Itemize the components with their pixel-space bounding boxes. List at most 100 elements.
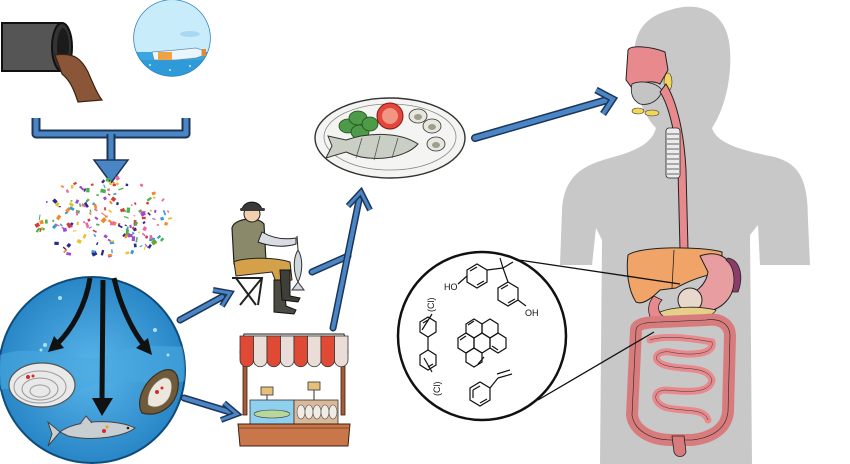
awning-stripe — [293, 335, 308, 368]
callout-lines — [491, 255, 681, 401]
microplastic-particle — [103, 207, 107, 211]
microplastic-particle — [101, 212, 106, 217]
microplastic-particle — [107, 238, 111, 242]
microplastic-particle — [130, 249, 135, 255]
awning-stripe — [307, 335, 322, 368]
microplastic-particle — [35, 227, 41, 233]
microplastic-particle — [125, 183, 129, 187]
microplastic-particle — [65, 189, 70, 194]
microplastic-particle — [144, 243, 149, 249]
chlorine-top-label: (Cl) — [426, 298, 436, 313]
microplastic-particle — [141, 232, 145, 236]
microplastic-particle — [52, 219, 55, 222]
microplastic-particle — [88, 226, 92, 229]
microplastic-particle — [142, 221, 146, 225]
microplastic-particle — [62, 227, 68, 233]
microplastic-particle — [83, 188, 87, 192]
microplastic-particle — [119, 207, 126, 213]
microplastic-particle — [100, 217, 107, 224]
microplastic-particle — [153, 209, 157, 213]
microplastic-particle — [55, 214, 62, 221]
awning-stripe — [280, 335, 295, 368]
microplastic-particle — [60, 185, 65, 188]
microplastic-particle — [168, 217, 173, 220]
clam-icon — [8, 362, 76, 408]
microplastic-particle — [70, 184, 74, 189]
microplastic-particle — [107, 219, 112, 224]
microplastic-particle — [62, 246, 67, 250]
microplastic-particle — [105, 177, 110, 182]
awning-stripe — [266, 335, 281, 368]
microplastic-particle — [137, 231, 141, 234]
microplastic-particle — [145, 201, 150, 205]
microplastic-particle — [58, 205, 61, 208]
microplastic-particle — [103, 234, 108, 239]
microplastic-particle — [133, 202, 137, 206]
arrow-to-plate-icon — [308, 186, 373, 332]
microplastic-particle — [166, 210, 170, 213]
microplastic-particle — [130, 204, 133, 207]
microplastic-particle — [76, 221, 79, 226]
digestive-system-icon — [625, 46, 742, 457]
microplastic-particle — [131, 236, 136, 242]
microplastic-particle — [42, 227, 46, 231]
microplastic-particle — [107, 193, 111, 196]
microplastic-particle — [112, 181, 116, 185]
microplastic-particle — [87, 218, 91, 222]
microplastic-particle — [135, 237, 138, 243]
microplastic-particle — [125, 251, 130, 255]
arrow-to-market-icon — [180, 394, 243, 423]
microplastic-particle — [66, 222, 72, 229]
bisphenol-a-structure — [457, 257, 527, 307]
microplastic-particle — [128, 233, 133, 238]
microplastic-particle — [149, 209, 153, 212]
microplastic-particle — [93, 233, 97, 238]
awning-stripe — [320, 335, 335, 368]
microplastic-particle — [88, 212, 92, 216]
microplastic-particle — [55, 223, 60, 227]
microplastic-particle — [63, 248, 68, 254]
microplastic-particle — [82, 233, 87, 239]
microplastic-particle — [78, 203, 82, 207]
microplastic-particle — [68, 206, 75, 211]
microplastic-particle — [114, 175, 121, 181]
microplastic-particle — [164, 221, 169, 226]
microplastic-particle — [139, 183, 144, 188]
microplastic-particle — [111, 249, 113, 254]
microplastic-particle — [126, 207, 131, 213]
ocean-sphere-icon — [0, 276, 186, 464]
microplastic-particle — [143, 245, 147, 251]
microplastic-particle — [70, 222, 73, 228]
microplastic-particle — [103, 184, 106, 189]
hydroxyl-left-label: HO — [444, 282, 458, 292]
microplastic-particle — [131, 231, 135, 235]
microplastic-particle — [102, 196, 108, 201]
microplastic-particle — [109, 240, 115, 243]
microplastic-particle — [90, 183, 94, 187]
microplastic-particle — [96, 242, 99, 246]
microplastic-particle — [147, 243, 152, 249]
microplastic-particle — [138, 209, 143, 213]
microplastic-particle — [152, 218, 156, 221]
microplastic-particle — [100, 188, 107, 194]
microplastic-particle — [151, 191, 156, 196]
microplastic-particle — [92, 229, 97, 233]
microplastic-particle — [66, 252, 72, 256]
microplastic-particle — [147, 212, 151, 216]
microplastic-particle — [156, 234, 162, 240]
microplastic-particle — [45, 200, 48, 204]
fisherman-icon — [231, 201, 305, 315]
microplastic-particle — [73, 181, 77, 186]
microplastic-particle — [59, 223, 63, 227]
pcb-structure — [419, 313, 437, 373]
microplastic-particle — [84, 201, 89, 208]
seafood-plate-icon — [314, 97, 466, 179]
microplastic-particle — [85, 198, 90, 203]
microplastic-particle — [129, 224, 132, 229]
microplastic-particle — [52, 198, 58, 204]
merge-arrow-icon — [31, 118, 191, 185]
microplastic-particle — [96, 194, 99, 197]
microplastic-particle — [101, 179, 106, 184]
trachea-icon — [665, 127, 681, 179]
microplastic-particle — [39, 227, 42, 233]
